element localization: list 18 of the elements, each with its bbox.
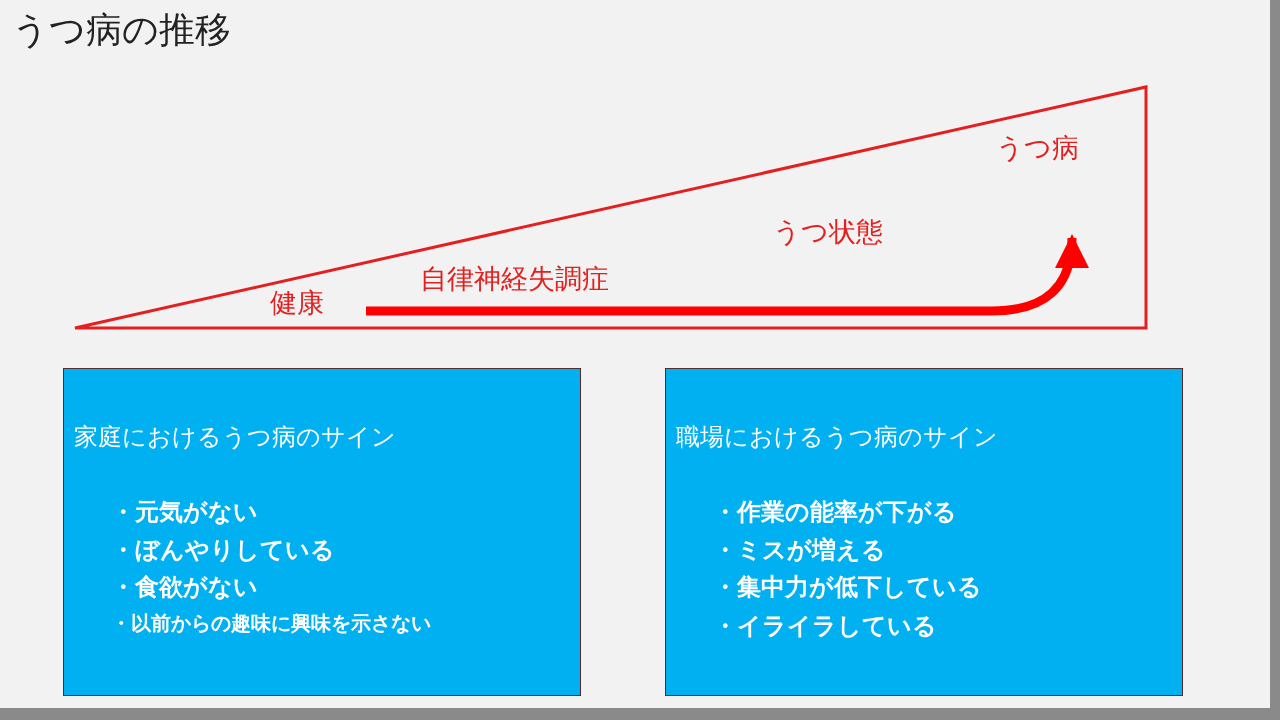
list-item: ・以前からの趣味に興味を示さない [111,610,431,637]
title: うつ病の推移 [12,8,231,52]
stage-label: 自律神経失調症 [420,262,609,296]
list-item: ・食欲がない [111,572,258,603]
stage-label: うつ状態 [773,215,883,249]
stage-label: 健康 [270,286,324,320]
info-panel [665,368,1183,696]
stage-label: うつ病 [996,131,1079,165]
list-item: ・集中力が低下している [713,572,982,603]
arrow [366,234,1088,316]
list-item: ・イライラしている [713,611,937,642]
list-item: ・元気がない [111,497,258,528]
panel-heading: 家庭におけるうつ病のサイン [74,422,396,453]
info-panel [63,368,581,696]
list-item: ・作業の能率が下がる [713,497,957,528]
panel-heading: 職場におけるうつ病のサイン [676,422,998,453]
list-item: ・ぼんやりしている [111,535,335,566]
list-item: ・ミスが増える [713,535,886,566]
